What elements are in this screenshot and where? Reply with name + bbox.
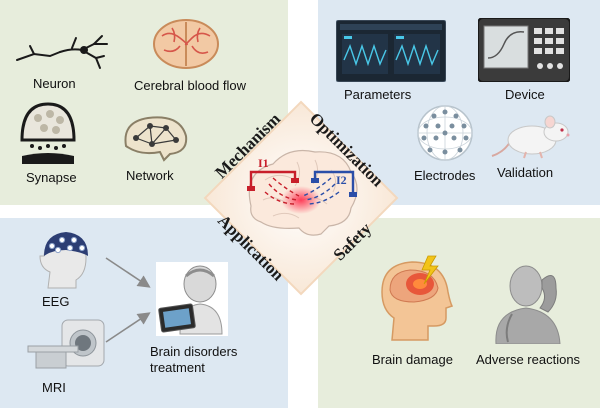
neuron-icon [16,35,108,69]
network-label: Network [126,168,174,183]
central-brain-diamond [203,100,399,296]
device-label: Device [505,87,545,102]
parameters-screen-icon [336,20,446,82]
patient-tablet-icon [156,262,228,336]
mri-label: MRI [42,380,66,395]
brain-vessel-icon [153,19,219,69]
brain-damage-head-icon [381,255,454,341]
neuron-label: Neuron [33,76,76,91]
electrode-grid-icon [417,105,473,161]
electrode-label-i2: I2 [336,173,347,187]
electrode-label-i1: I1 [258,156,269,170]
eeg-label: EEG [42,294,70,309]
validation-label: Validation [497,165,554,180]
synapse-icon [20,102,76,164]
parameters-label: Parameters [344,87,412,102]
synapse-label: Synapse [26,170,77,185]
brain-disorders-treatment-label: Brain disorders treatment [150,344,238,375]
device-icon [478,18,570,82]
headache-person-icon [495,265,561,344]
arrow-eeg-to-treatment [105,257,151,343]
mri-scanner-icon [27,319,105,369]
brain-disorders-label-line1: Brain disorders treatment [150,344,237,376]
electrodes-label: Electrodes [414,168,476,183]
safety-panel [318,218,600,408]
rat-icon [491,115,570,159]
brain-network-icon [124,116,188,162]
eeg-cap-icon [39,232,88,289]
cerebral-blood-flow-label: Cerebral blood flow [134,78,247,93]
brain-damage-label: Brain damage [372,352,453,367]
adverse-reactions-label: Adverse reactions [476,352,581,367]
